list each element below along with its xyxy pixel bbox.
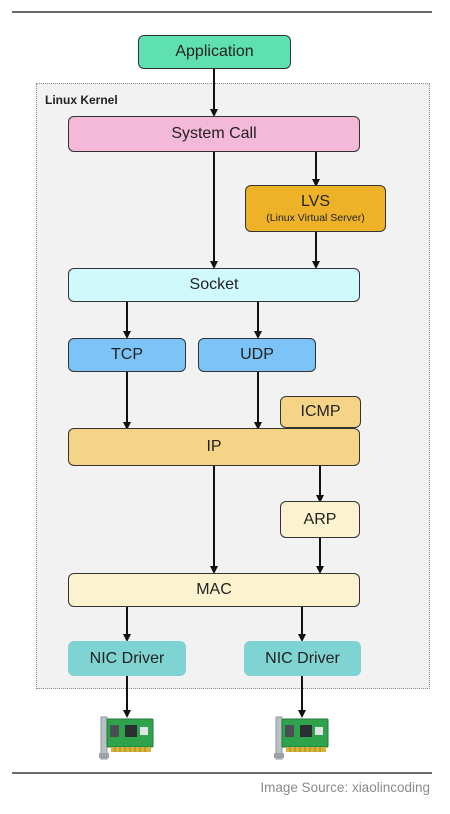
- ip-node: IP: [68, 428, 360, 466]
- nic-driver-left-node: NIC Driver: [68, 641, 186, 676]
- mac-node: MAC: [68, 573, 360, 607]
- nic-driver-right-node: NIC Driver: [244, 641, 361, 676]
- tcp-node: TCP: [68, 338, 186, 372]
- top-rule: [12, 11, 432, 13]
- network-card-icon: [99, 716, 154, 760]
- bottom-rule: [12, 772, 432, 774]
- application-node: Application: [138, 35, 291, 69]
- lvs-subtitle: (Linux Virtual Server): [266, 211, 365, 224]
- lvs-node: LVS (Linux Virtual Server): [245, 185, 386, 232]
- socket-node: Socket: [68, 268, 360, 302]
- lvs-title: LVS: [300, 193, 331, 211]
- system-call-node: System Call: [68, 116, 360, 152]
- udp-node: UDP: [198, 338, 316, 372]
- icmp-node: ICMP: [280, 396, 361, 428]
- linux-kernel-label: Linux Kernel: [45, 93, 118, 107]
- arp-node: ARP: [280, 501, 360, 538]
- network-card-icon: [274, 716, 329, 760]
- image-source-caption: Image Source: xiaolincoding: [260, 780, 430, 795]
